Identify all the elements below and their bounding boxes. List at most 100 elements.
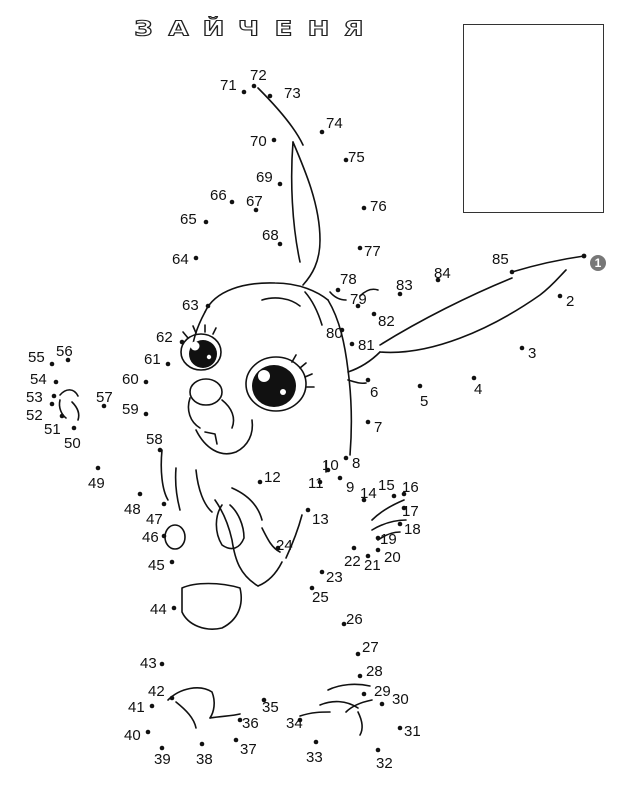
dot-77[interactable] (357, 245, 363, 251)
dot-82[interactable] (371, 311, 377, 317)
dot-43[interactable] (159, 661, 165, 667)
dot-50[interactable] (71, 425, 77, 431)
dot-57[interactable] (101, 403, 107, 409)
dot-36[interactable] (237, 717, 243, 723)
dot-39[interactable] (159, 745, 165, 751)
dot-label-57: 57 (96, 389, 113, 406)
dot-49[interactable] (95, 465, 101, 471)
dot-label-69: 69 (256, 169, 273, 186)
dot-10[interactable] (325, 467, 331, 473)
dot-13[interactable] (305, 507, 311, 513)
dot-24[interactable] (275, 545, 281, 551)
dot-label-34: 34 (286, 715, 303, 732)
dot-72[interactable] (251, 83, 257, 89)
dot-2[interactable] (557, 293, 563, 299)
dot-label-25: 25 (312, 589, 329, 606)
dot-63[interactable] (205, 303, 211, 309)
dot-71[interactable] (241, 89, 247, 95)
start-number: 1 (595, 256, 602, 270)
dot-74[interactable] (319, 129, 325, 135)
dot-52[interactable] (49, 401, 55, 407)
dot-65[interactable] (203, 219, 209, 225)
dot-20[interactable] (375, 547, 381, 553)
dot-label-20: 20 (384, 549, 401, 566)
dot-75[interactable] (343, 157, 349, 163)
dot-55[interactable] (49, 361, 55, 367)
dot-label-32: 32 (376, 755, 393, 772)
dot-69[interactable] (277, 181, 283, 187)
dot-60[interactable] (143, 379, 149, 385)
dot-21[interactable] (365, 553, 371, 559)
dot-53[interactable] (51, 393, 57, 399)
dot-18[interactable] (397, 521, 403, 527)
dot-6[interactable] (365, 377, 371, 383)
dot-30[interactable] (379, 701, 385, 707)
dot-79[interactable] (355, 303, 361, 309)
dot-37[interactable] (233, 737, 239, 743)
dot-45[interactable] (169, 559, 175, 565)
dot-83[interactable] (397, 291, 403, 297)
dot-25[interactable] (309, 585, 315, 591)
dot-34[interactable] (297, 717, 303, 723)
dot-62[interactable] (179, 339, 185, 345)
dot-73[interactable] (267, 93, 273, 99)
dot-35[interactable] (261, 697, 267, 703)
dot-23[interactable] (319, 569, 325, 575)
dot-41[interactable] (149, 703, 155, 709)
dot-19[interactable] (375, 535, 381, 541)
dot-label-27: 27 (362, 639, 379, 656)
dot-80[interactable] (339, 327, 345, 333)
dot-22[interactable] (351, 545, 357, 551)
dot-44[interactable] (171, 605, 177, 611)
dot-59[interactable] (143, 411, 149, 417)
dot-66[interactable] (229, 199, 235, 205)
dot-7[interactable] (365, 419, 371, 425)
dot-58[interactable] (157, 447, 163, 453)
dot-12[interactable] (257, 479, 263, 485)
dot-33[interactable] (313, 739, 319, 745)
dot-31[interactable] (397, 725, 403, 731)
dot-11[interactable] (317, 479, 323, 485)
dot-61[interactable] (165, 361, 171, 367)
dot-9[interactable] (337, 475, 343, 481)
dot-48[interactable] (137, 491, 143, 497)
dot-26[interactable] (341, 621, 347, 627)
dot-label-50: 50 (64, 435, 81, 452)
dot-4[interactable] (471, 375, 477, 381)
dot-8[interactable] (343, 455, 349, 461)
dot-85[interactable] (509, 269, 515, 275)
dot-40[interactable] (145, 729, 151, 735)
dot-1[interactable] (581, 253, 587, 259)
dot-56[interactable] (65, 357, 71, 363)
dot-label-5: 5 (420, 393, 428, 410)
dot-14[interactable] (361, 497, 367, 503)
dot-label-28: 28 (366, 663, 383, 680)
dot-3[interactable] (519, 345, 525, 351)
dot-54[interactable] (53, 379, 59, 385)
dot-label-72: 72 (250, 67, 267, 84)
dot-51[interactable] (59, 413, 65, 419)
dot-70[interactable] (271, 137, 277, 143)
dot-5[interactable] (417, 383, 423, 389)
dot-16[interactable] (401, 491, 407, 497)
dot-27[interactable] (355, 651, 361, 657)
dot-64[interactable] (193, 255, 199, 261)
dot-42[interactable] (169, 695, 175, 701)
dot-68[interactable] (277, 241, 283, 247)
dot-17[interactable] (401, 505, 407, 511)
dot-84[interactable] (435, 277, 441, 283)
dot-label-58: 58 (146, 431, 163, 448)
dot-15[interactable] (391, 493, 397, 499)
dot-29[interactable] (361, 691, 367, 697)
dot-47[interactable] (161, 501, 167, 507)
dot-28[interactable] (357, 673, 363, 679)
dot-76[interactable] (361, 205, 367, 211)
dot-label-71: 71 (220, 77, 237, 94)
dot-32[interactable] (375, 747, 381, 753)
dot-67[interactable] (253, 207, 259, 213)
dot-38[interactable] (199, 741, 205, 747)
dot-78[interactable] (335, 287, 341, 293)
dot-46[interactable] (161, 533, 167, 539)
dot-81[interactable] (349, 341, 355, 347)
